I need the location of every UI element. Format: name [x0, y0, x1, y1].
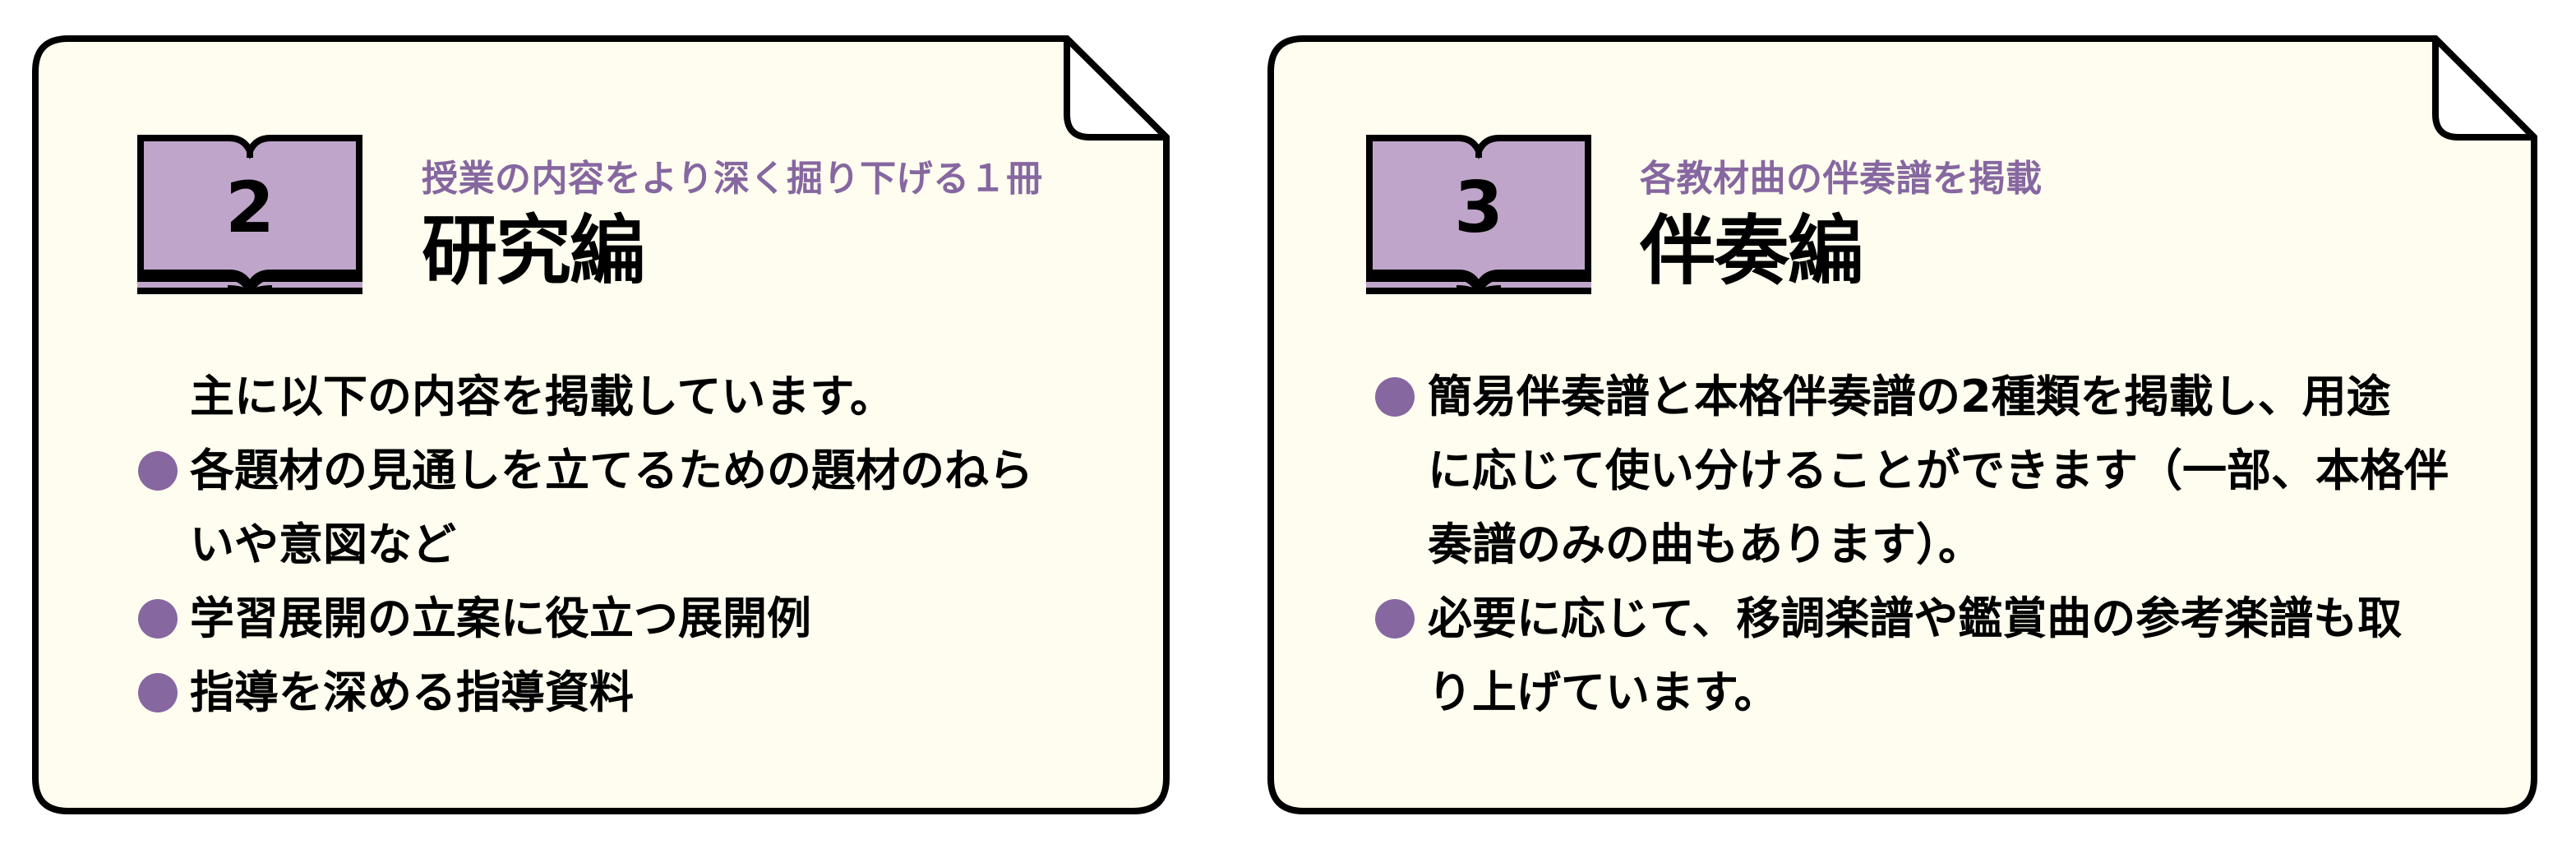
list-item-text: り上げています。 [1428, 666, 1779, 718]
book-icon: 2 [137, 135, 362, 294]
intro-text-content: 主に以下の内容を掲載しています。 [190, 371, 894, 422]
list-item-text: 簡易伴奏譜と本格伴奏譜の2種類を掲載し、用途 [1428, 371, 2391, 422]
bullet-dot-icon [1375, 377, 1415, 417]
list-item-continuation: に応じて使い分けることができます（一部、本格伴 [1428, 434, 2496, 508]
card-subtitle: 授業の内容をより深く掘り下げる１冊 [422, 158, 1043, 200]
bullet-dot-icon [1375, 599, 1415, 639]
list-item-continuation: いや意図など [190, 508, 1094, 582]
list-item-text: 学習展開の立案に役立つ展開例 [190, 592, 811, 644]
list-item-text: に応じて使い分けることができます（一部、本格伴 [1428, 445, 2449, 496]
list-item-continuation: り上げています。 [1428, 656, 2496, 730]
card-body: 主に以下の内容を掲載しています。 各題材の見通しを立てるための題材のねら いや意… [138, 360, 1094, 730]
list-item: 各題材の見通しを立てるための題材のねら [138, 434, 1094, 508]
list-item-text: 奏譜のみの曲もあります）。 [1428, 519, 1983, 570]
list-item-text: いや意図など [190, 519, 456, 570]
list-item: 学習展開の立案に役立つ展開例 [138, 582, 1094, 656]
card-body: 簡易伴奏譜と本格伴奏譜の2種類を掲載し、用途 に応じて使い分けることができます（… [1375, 360, 2496, 730]
list-item-text: 指導を深める指導資料 [190, 666, 634, 718]
card-title: 伴奏編 [1640, 207, 1863, 295]
card-subtitle: 各教材曲の伴奏譜を掲載 [1640, 158, 2043, 200]
list-item-text: 必要に応じて、移調楽譜や鑑賞曲の参考楽譜も取 [1428, 592, 2403, 644]
volume-number: 2 [225, 167, 275, 249]
card-title: 研究編 [422, 207, 645, 295]
intro-text: 主に以下の内容を掲載しています。 [190, 360, 1094, 434]
list-item-continuation: 奏譜のみの曲もあります）。 [1428, 508, 2496, 582]
bullet-dot-icon [138, 451, 178, 491]
book-icon: 3 [1366, 135, 1591, 294]
card-research-edition: 2 授業の内容をより深く掘り下げる１冊 研究編 主に以下の内容を掲載しています。… [0, 0, 1184, 853]
list-item: 簡易伴奏譜と本格伴奏譜の2種類を掲載し、用途 [1375, 360, 2496, 434]
list-item-text: 各題材の見通しを立てるための題材のねら [190, 445, 1033, 496]
list-item: 必要に応じて、移調楽譜や鑑賞曲の参考楽譜も取 [1375, 582, 2496, 656]
list-item: 指導を深める指導資料 [138, 656, 1094, 730]
bullet-dot-icon [138, 599, 178, 639]
card-accompaniment-edition: 3 各教材曲の伴奏譜を掲載 伴奏編 簡易伴奏譜と本格伴奏譜の2種類を掲載し、用途… [1233, 0, 2576, 853]
volume-number: 3 [1454, 167, 1503, 249]
bullet-dot-icon [138, 673, 178, 712]
